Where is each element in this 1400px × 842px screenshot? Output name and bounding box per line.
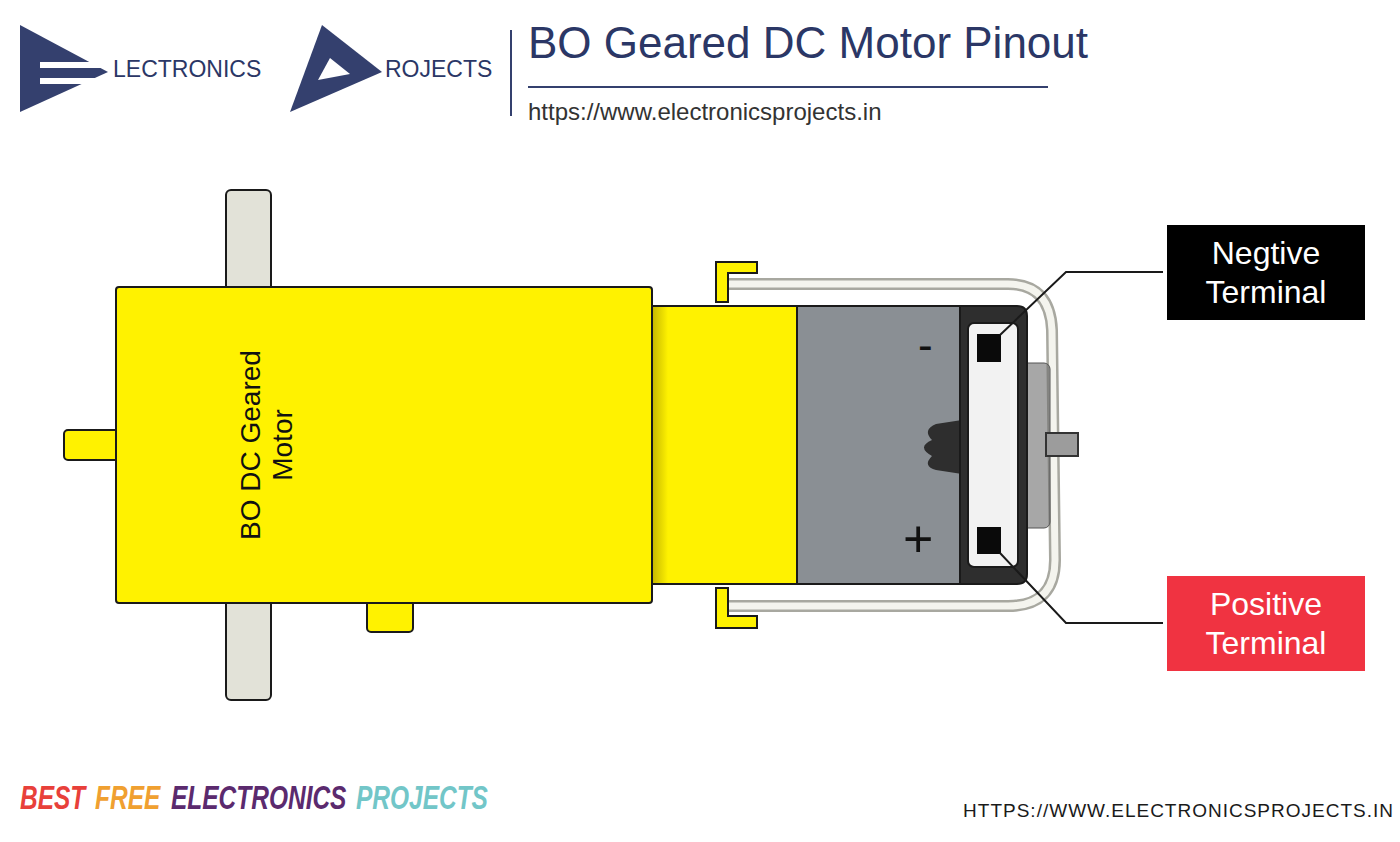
divider-line — [510, 30, 512, 116]
footer-url: HTTPS://WWW.ELECTRONICSPROJECTS.IN — [963, 800, 1394, 822]
logo-mark — [20, 25, 108, 112]
gearbox-housing: BO DC Geared Motor — [115, 286, 653, 604]
logo-cut — [40, 62, 110, 68]
gearbox-neck — [650, 306, 800, 584]
terminal-strip — [968, 323, 1018, 567]
logo-text: LECTRONICS — [113, 56, 261, 82]
end-cap — [960, 306, 1027, 584]
logo-cut — [40, 78, 100, 84]
terminal-callout: Negtive Terminal — [1167, 225, 1365, 320]
page-title: BO Geared DC Motor Pinout — [528, 18, 1088, 69]
brand-word: FREE — [95, 778, 160, 817]
polarity-sign: - — [918, 320, 933, 371]
logo-mark — [290, 25, 382, 112]
logo-text: ROJECTS — [385, 56, 492, 82]
leader-line — [1000, 272, 1163, 335]
website-url: https://www.electronicsprojects.in — [528, 98, 881, 126]
callout-text: Negtive Terminal — [1167, 234, 1365, 311]
clip — [716, 588, 757, 628]
brand-word: BEST — [20, 778, 85, 817]
motor-notch — [924, 420, 962, 474]
leader-line — [1000, 553, 1163, 623]
brand-word: ELECTRONICS — [171, 778, 346, 817]
logo-cut — [318, 58, 350, 80]
negative-terminal — [977, 334, 1001, 362]
clip — [716, 262, 757, 302]
polarity-sign: + — [903, 510, 933, 570]
motor-body — [797, 306, 962, 584]
brand-word: PROJECTS — [356, 778, 488, 817]
terminal-callout: Positive Terminal — [1167, 576, 1365, 671]
callout-text: Positive Terminal — [1167, 585, 1365, 662]
output-shaft — [64, 430, 120, 460]
positive-terminal — [977, 527, 1001, 554]
part-name: BO DC Geared Motor — [235, 345, 299, 545]
title-underline — [528, 86, 1048, 88]
rear-shaft — [1046, 433, 1078, 456]
